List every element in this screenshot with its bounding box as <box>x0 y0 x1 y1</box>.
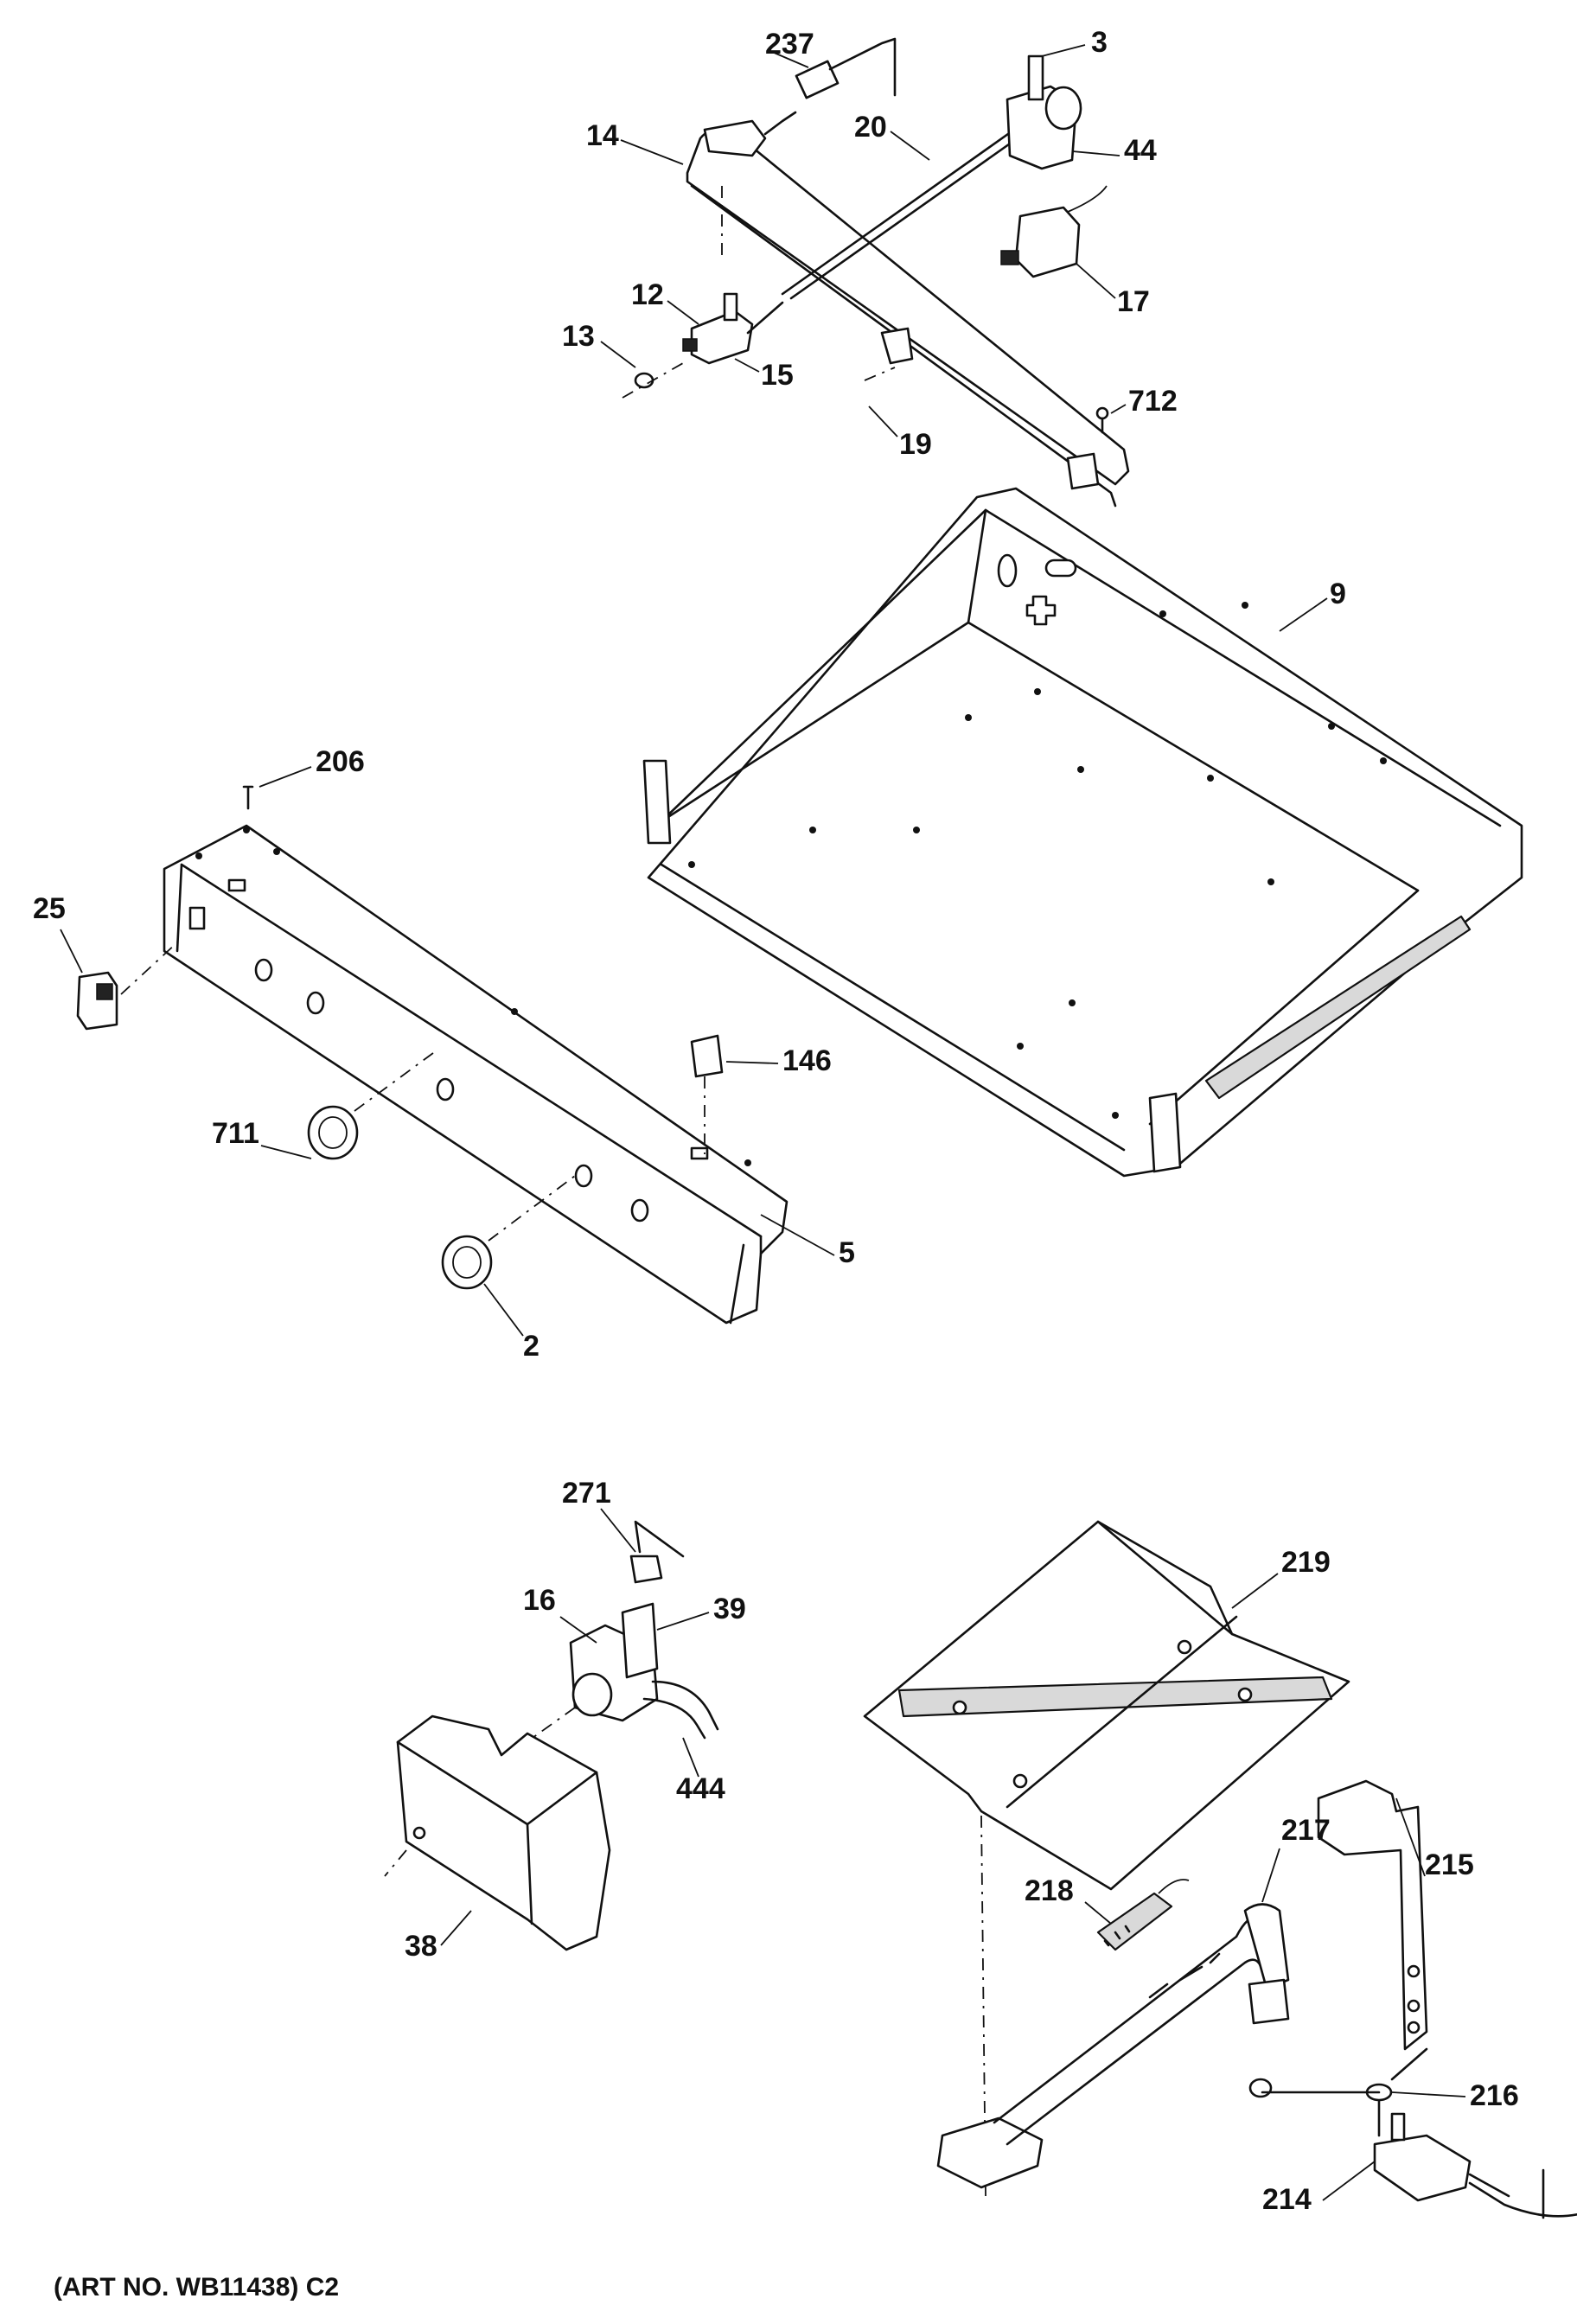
callout-216: 216 <box>1470 2079 1519 2112</box>
callout-237: 237 <box>765 28 814 61</box>
callout-13: 13 <box>562 320 595 353</box>
callout-44: 44 <box>1124 134 1157 167</box>
regulator-cover <box>384 1714 611 1951</box>
manifold-assembly <box>622 37 1130 508</box>
regulator-assembly <box>483 1520 719 1773</box>
callout-12: 12 <box>631 278 664 311</box>
igniter <box>1096 1879 1190 1951</box>
callout-16: 16 <box>523 1584 556 1617</box>
burner-shield <box>863 1520 1350 2197</box>
callout-206: 206 <box>316 745 365 778</box>
callout-25: 25 <box>33 892 66 925</box>
callout-39: 39 <box>713 1593 746 1625</box>
callout-711: 711 <box>212 1117 259 1150</box>
callout-38: 38 <box>405 1930 437 1963</box>
callout-712: 712 <box>1128 385 1178 418</box>
burner-tube <box>936 1903 1290 2189</box>
callout-2: 2 <box>523 1330 540 1363</box>
callout-14: 14 <box>586 119 619 152</box>
callout-labels: 237 3 14 20 44 17 12 13 15 712 19 9 206 … <box>33 26 1519 2216</box>
callout-271: 271 <box>562 1477 611 1510</box>
callout-20: 20 <box>854 111 887 144</box>
callout-444: 444 <box>676 1772 725 1805</box>
callout-15: 15 <box>761 359 794 392</box>
callout-215: 215 <box>1425 1848 1474 1881</box>
callout-217: 217 <box>1281 1814 1331 1847</box>
callout-146: 146 <box>782 1044 832 1077</box>
bottom-pan <box>642 487 1523 1178</box>
callout-19: 19 <box>899 428 932 461</box>
art-number-caption: (ART NO. WB11438) C2 <box>54 2273 339 2302</box>
callout-219: 219 <box>1281 1546 1331 1579</box>
callout-5: 5 <box>839 1236 855 1269</box>
burner-bracket <box>1317 1779 1428 2051</box>
callout-9: 9 <box>1330 578 1346 610</box>
manifold-panel <box>76 785 788 1325</box>
callout-218: 218 <box>1025 1874 1074 1907</box>
callout-214: 214 <box>1262 2183 1312 2216</box>
valve-214 <box>1248 2047 1577 2219</box>
callout-3: 3 <box>1091 26 1108 59</box>
callout-17: 17 <box>1117 285 1150 318</box>
